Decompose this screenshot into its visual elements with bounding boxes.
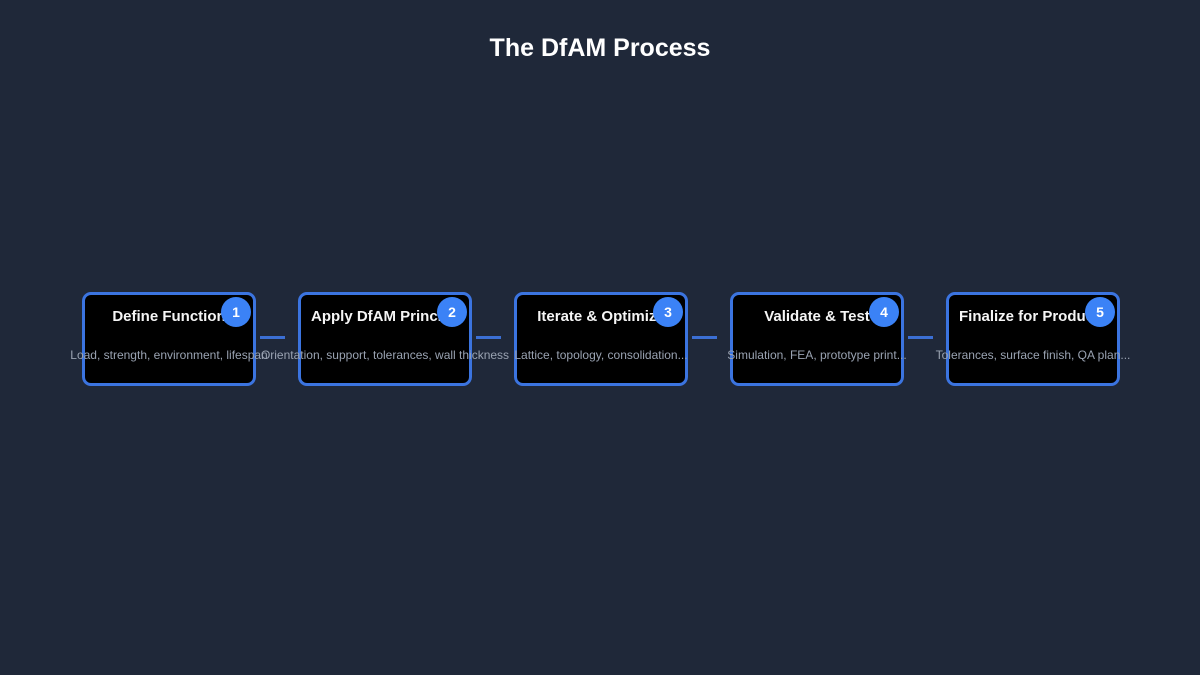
step-iterate-optimize: Iterate & Optimize Lattice, topology, co… (514, 292, 688, 386)
step-number-badge: 1 (221, 297, 251, 327)
step-number-badge: 3 (653, 297, 683, 327)
step-define-function: Define Function Load, strength, environm… (70, 292, 268, 386)
step-finalize-for-production: Finalize for Production Tolerances, surf… (936, 292, 1130, 386)
step-title: Define Function (112, 308, 226, 325)
step-title: Apply DfAM Principles (311, 308, 459, 325)
step-apply-dfam-principles: Apply DfAM Principles Orientation, suppo… (261, 292, 509, 386)
step-validate-test: Validate & Test Simulation, FEA, prototy… (727, 292, 907, 386)
diagram-title: The DfAM Process (489, 34, 711, 62)
step-title: Iterate & Optimize (537, 308, 665, 325)
connector-1-2 (260, 336, 285, 339)
connector-4-5 (908, 336, 933, 339)
step-number-badge: 2 (437, 297, 467, 327)
connector-2-3 (476, 336, 501, 339)
step-number-badge: 5 (1085, 297, 1115, 327)
step-number-badge: 4 (869, 297, 899, 327)
step-description: Tolerances, surface finish, QA plan... (935, 348, 1131, 362)
connector-3-4 (692, 336, 717, 339)
step-title: Validate & Test (764, 308, 870, 325)
step-title: Finalize for Production (959, 308, 1107, 325)
